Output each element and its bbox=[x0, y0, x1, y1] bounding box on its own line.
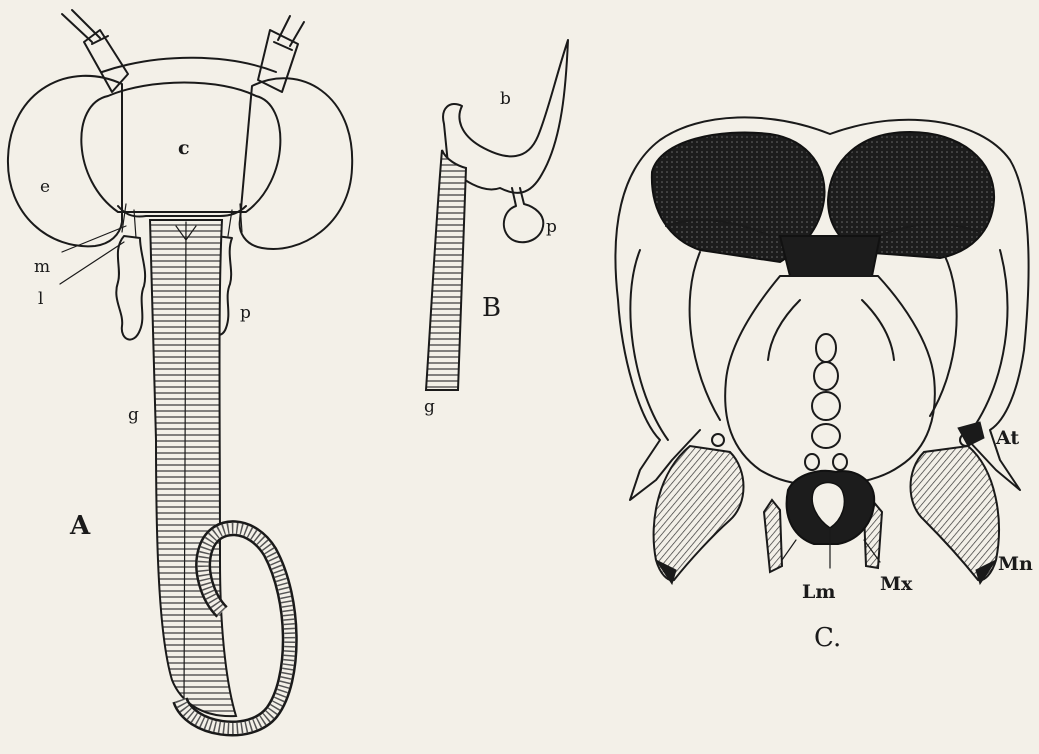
label-g-b: g bbox=[424, 397, 435, 417]
label-p-b: p bbox=[546, 217, 557, 237]
gena-right bbox=[972, 250, 1007, 430]
label-b: b bbox=[500, 89, 511, 109]
proboscis-b bbox=[426, 150, 466, 390]
gena-left bbox=[630, 250, 668, 440]
figure-b bbox=[426, 40, 568, 390]
maxillary-palp-left bbox=[116, 236, 145, 340]
face-plate bbox=[725, 276, 935, 484]
leader-m bbox=[62, 226, 126, 252]
panel-label-c: C. bbox=[814, 623, 841, 653]
antenna-stub-right bbox=[958, 422, 984, 446]
palp-b bbox=[504, 188, 543, 242]
label-m: m bbox=[34, 257, 50, 277]
label-g-a: g bbox=[128, 405, 139, 425]
label-p-a: p bbox=[240, 303, 251, 323]
cheek-left bbox=[690, 252, 720, 420]
eye-left bbox=[8, 76, 122, 246]
mandible-right bbox=[911, 446, 999, 580]
maxilla-left bbox=[764, 500, 782, 572]
clypeus-band bbox=[780, 236, 880, 276]
label-mx: Mx bbox=[880, 573, 913, 595]
central-column bbox=[805, 334, 847, 470]
panel-label-a: A bbox=[69, 511, 91, 541]
face-ridges bbox=[768, 300, 894, 360]
head-rim bbox=[102, 58, 276, 72]
antenna-left bbox=[62, 10, 128, 92]
proboscis bbox=[150, 220, 236, 716]
label-l: l bbox=[38, 289, 43, 309]
panel-label-b: B bbox=[482, 293, 501, 323]
eye-right bbox=[240, 78, 353, 249]
antenna-socket-left bbox=[712, 434, 724, 446]
figure-c bbox=[615, 117, 1028, 584]
label-e: e bbox=[40, 177, 50, 197]
figure-a bbox=[8, 10, 352, 729]
label-at: At bbox=[995, 427, 1019, 449]
label-lm: Lm bbox=[802, 581, 835, 603]
label-c: c bbox=[178, 137, 190, 159]
label-mn: Mn bbox=[998, 553, 1033, 575]
